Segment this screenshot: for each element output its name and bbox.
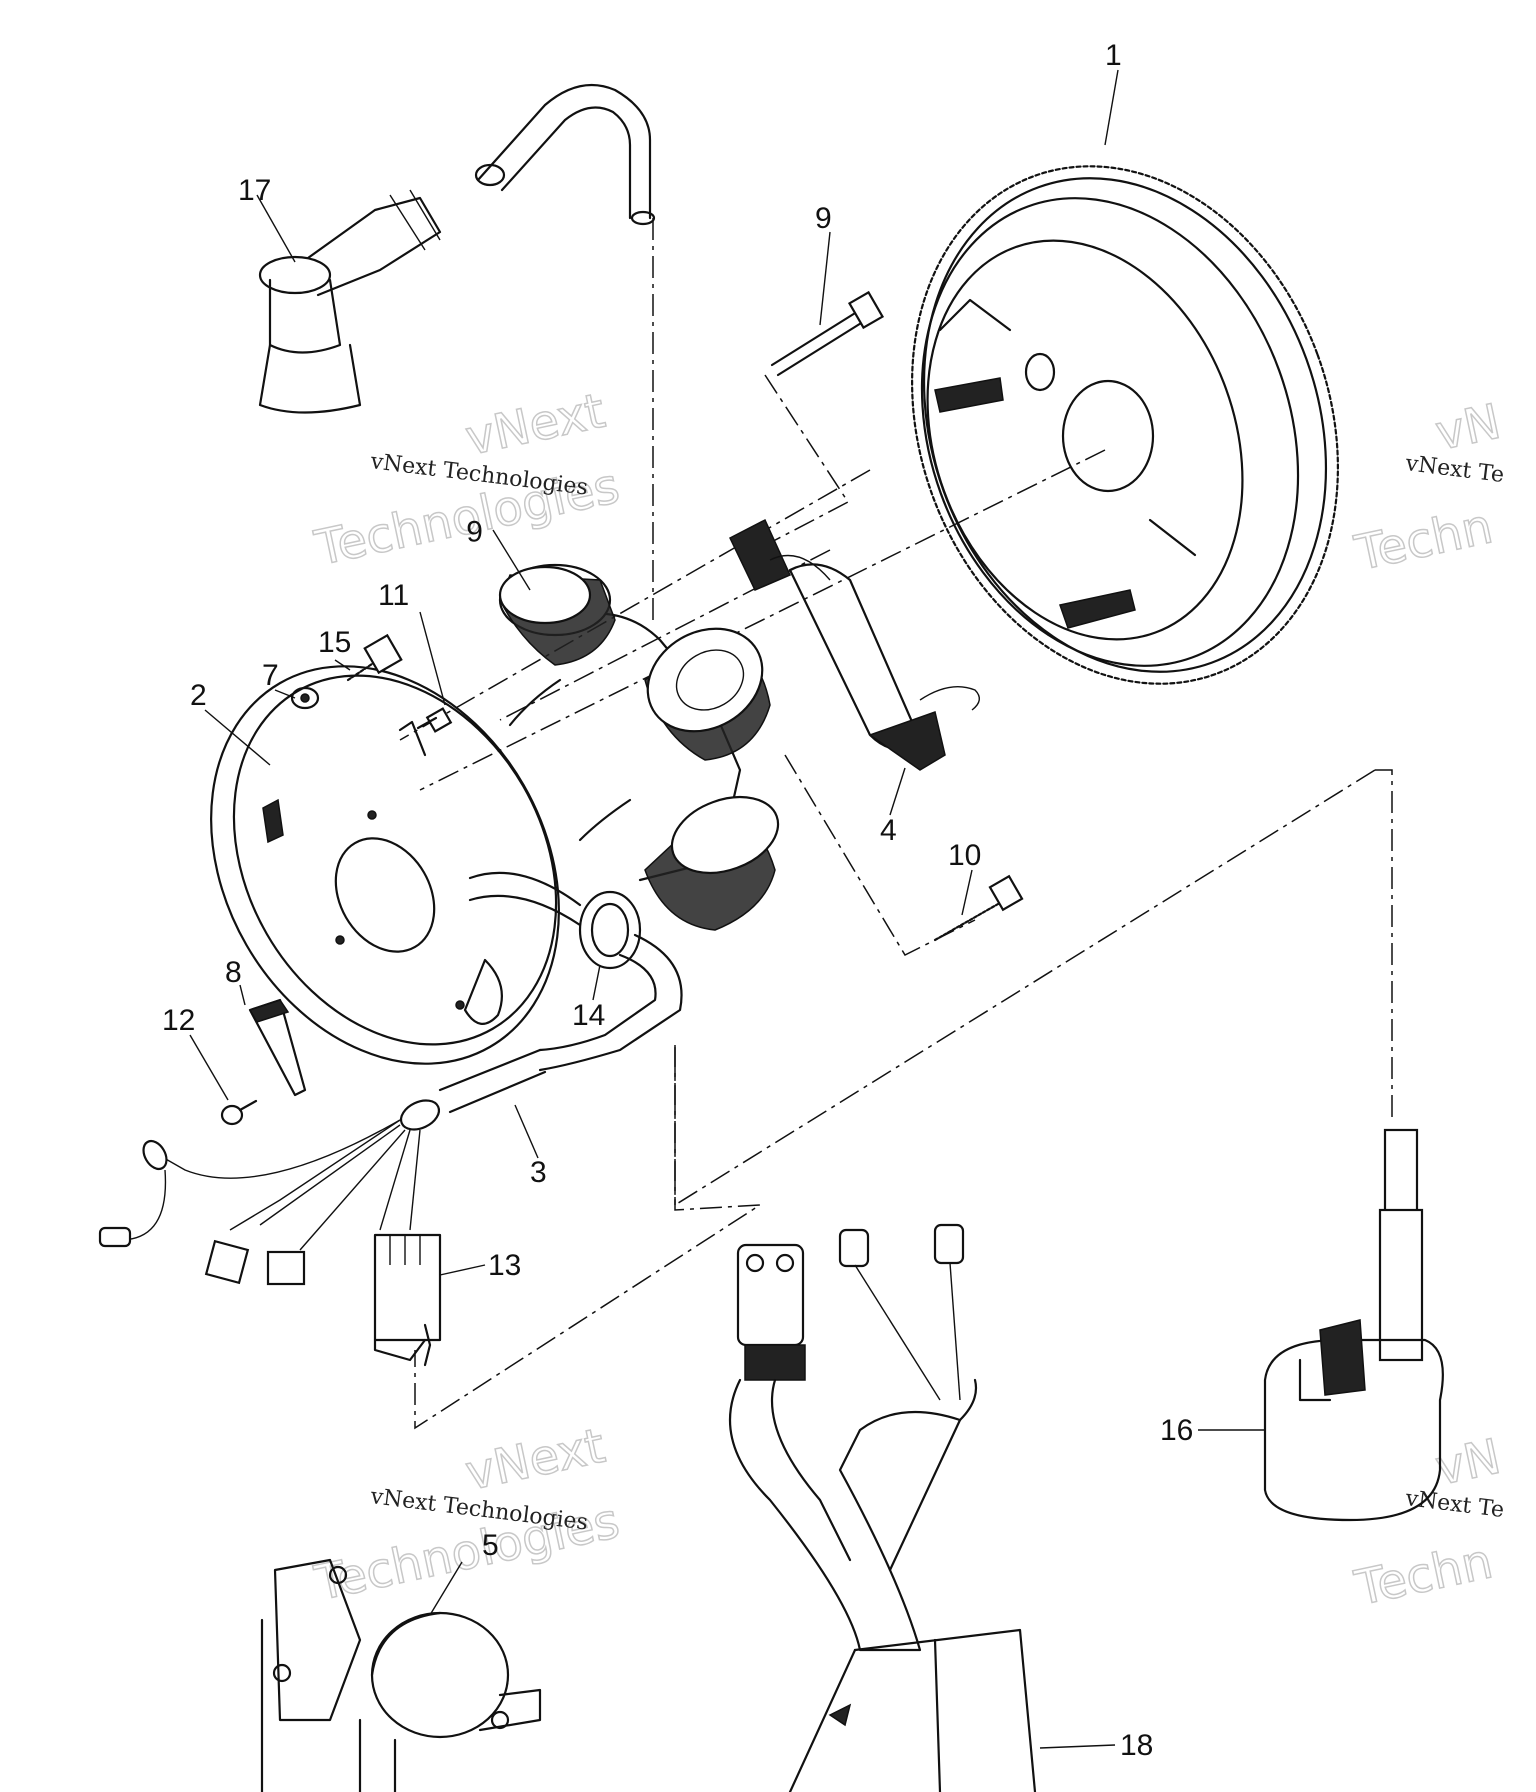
control-unit-18 bbox=[728, 1223, 1037, 1792]
callout-3: 3 bbox=[530, 1156, 547, 1189]
callouts: 1 2 3 4 5 6 7 8 9 10 11 12 13 14 15 16 1… bbox=[162, 39, 1193, 1762]
callout-2: 2 bbox=[190, 679, 207, 712]
spark-plug-cap bbox=[258, 83, 656, 414]
coil-top-left bbox=[498, 563, 616, 666]
bolt-10 bbox=[933, 874, 1024, 942]
callout-9: 9 bbox=[815, 202, 832, 235]
callout-13: 13 bbox=[488, 1249, 521, 1282]
callout-1: 1 bbox=[1105, 39, 1122, 72]
watermark-bottom-right: vN vNext Te Techn bbox=[1349, 1428, 1506, 1618]
callout-14: 14 bbox=[572, 999, 605, 1032]
watermark-big-line1: vNext bbox=[461, 383, 610, 467]
watermark-top-right: vN vNext Te Techn bbox=[1349, 393, 1506, 583]
assembly-center-lines bbox=[399, 218, 1393, 1430]
callout-15: 15 bbox=[318, 626, 351, 659]
leader-lines bbox=[189, 69, 1265, 1749]
callout-6: 6 bbox=[466, 514, 483, 547]
callout-5: 5 bbox=[482, 1529, 499, 1562]
connector-13 bbox=[373, 1233, 442, 1367]
starter-relay-5 bbox=[260, 1558, 542, 1792]
callout-18: 18 bbox=[1120, 1729, 1153, 1762]
grommet-14 bbox=[468, 871, 642, 970]
watermark-big-clipped: vN bbox=[1431, 394, 1506, 462]
screw-15 bbox=[346, 633, 403, 682]
watermark-small-clipped: vNext Te bbox=[1403, 451, 1505, 488]
screw-12 bbox=[220, 1099, 258, 1126]
watermark-big-clipped2: Techn bbox=[1350, 498, 1498, 582]
wire-harness-3 bbox=[98, 933, 683, 1286]
washer-7 bbox=[290, 686, 320, 710]
stator-base-plate bbox=[210, 665, 560, 1065]
stator-coils bbox=[498, 563, 780, 931]
callout-17: 17 bbox=[238, 174, 271, 207]
watermark-big-line1-b: vNext bbox=[461, 1418, 610, 1502]
callout-12: 12 bbox=[162, 1004, 195, 1037]
callout-8: 8 bbox=[225, 956, 242, 989]
watermark-bottom: vNext Technologies vNext Technologies bbox=[309, 1417, 625, 1613]
watermark-big-clipped2-b: Techn bbox=[1350, 1533, 1498, 1617]
callout-16: 16 bbox=[1160, 1414, 1193, 1447]
coil-middle bbox=[644, 627, 771, 761]
screw-11 bbox=[416, 707, 453, 733]
clamp-8 bbox=[248, 998, 307, 1097]
watermark-big-clipped-b: vN bbox=[1431, 1429, 1506, 1497]
callout-4: 4 bbox=[880, 814, 897, 847]
flywheel bbox=[911, 165, 1339, 685]
bolt-9 bbox=[770, 290, 885, 377]
callout-7: 7 bbox=[262, 659, 279, 692]
pulser-coil bbox=[729, 518, 980, 771]
coil-bottom bbox=[644, 796, 780, 931]
ignition-coil-16 bbox=[1263, 1128, 1444, 1522]
callout-10: 10 bbox=[948, 839, 981, 872]
callout-11: 11 bbox=[378, 579, 409, 612]
